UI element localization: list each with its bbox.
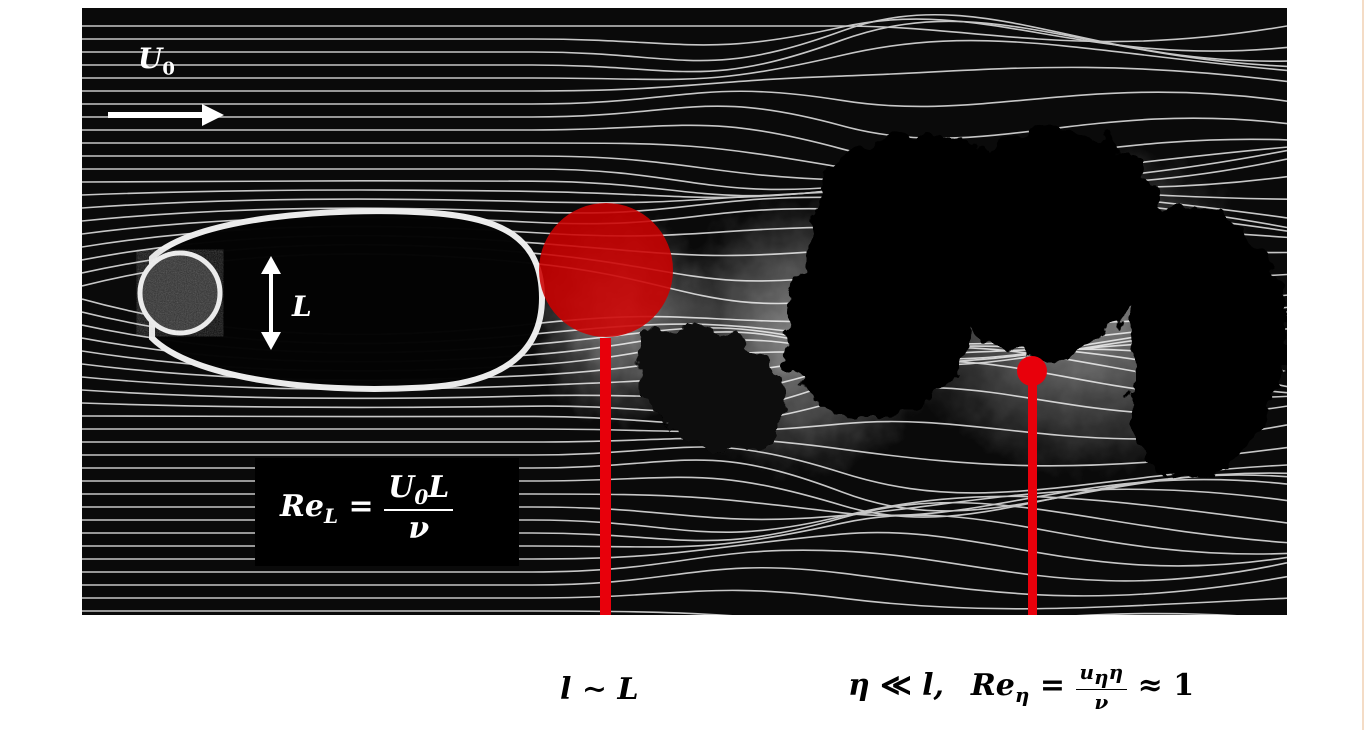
approx-sign: ≈ — [1137, 668, 1163, 703]
kolmogorov-relation: η ≪ l, Reη = uηη ν ≈ 1 — [848, 660, 1194, 714]
reynolds-fraction: U0L ν — [384, 470, 454, 546]
numerator-subscript: 0 — [414, 485, 429, 509]
right-edge-rule — [1362, 0, 1364, 730]
numerator-length: L — [428, 470, 450, 505]
near-wake-bubble — [149, 208, 546, 392]
streamline — [82, 446, 1287, 494]
streamline — [82, 39, 1287, 81]
streamline — [82, 610, 1237, 615]
small-eddy-marker — [1017, 356, 1047, 386]
equals-sign: = — [1039, 668, 1066, 703]
streamline — [82, 90, 1287, 108]
velocity-subscript: 0 — [162, 58, 175, 80]
reynolds-denominator: ν — [384, 509, 454, 546]
length-symbol: L — [617, 672, 639, 707]
velocity-label: U0 — [138, 42, 175, 80]
reynolds-symbol: Re — [280, 489, 325, 524]
kolmogorov-fraction: uηη ν — [1075, 660, 1128, 714]
streamline — [82, 18, 1287, 52]
equals-sign: = — [348, 489, 374, 524]
eta-symbol: η — [848, 668, 870, 703]
cylinder-texture — [144, 257, 216, 329]
small-eddy-pointer — [1028, 378, 1037, 615]
streamline — [82, 105, 1287, 140]
streamline — [82, 566, 1287, 597]
reynolds-formula-box — [255, 458, 519, 566]
reynolds-formula: ReL = U0L ν — [280, 470, 454, 546]
eddy-size-symbol: l — [560, 672, 572, 707]
much-less-sign: ≪ — [880, 668, 912, 703]
kolmogorov-denominator: ν — [1075, 689, 1128, 714]
kolmogorov-reynolds-subscript: η — [1014, 683, 1030, 707]
kolmogorov-reynolds-symbol: Re — [970, 668, 1015, 703]
streamline — [82, 66, 1287, 92]
large-eddy-marker — [539, 203, 673, 337]
unity-value: 1 — [1173, 668, 1195, 703]
length-label: L — [292, 290, 312, 323]
streamline — [82, 25, 1287, 43]
numerator-length: η — [1108, 660, 1124, 684]
velocity-arrow-icon — [108, 104, 224, 126]
velocity-symbol: U — [138, 42, 163, 75]
numerator-velocity: u — [1079, 660, 1095, 684]
numerator-subscript: η — [1094, 665, 1109, 689]
numerator-symbol: U — [388, 470, 415, 505]
reynolds-numerator: U0L — [384, 470, 453, 509]
reynolds-subscript: L — [324, 504, 339, 528]
streamline — [82, 14, 1287, 62]
kolmogorov-numerator: uηη — [1076, 660, 1128, 689]
streamline — [82, 20, 1287, 73]
large-scale-relation: l ∼ L — [560, 672, 639, 707]
length-double-arrow-icon — [261, 256, 281, 350]
eddy-size-symbol: l, — [922, 668, 944, 703]
large-eddy-pointer — [600, 338, 611, 615]
scales-as-sign: ∼ — [581, 672, 607, 707]
streamline — [82, 549, 1287, 582]
streamline — [82, 589, 1287, 610]
